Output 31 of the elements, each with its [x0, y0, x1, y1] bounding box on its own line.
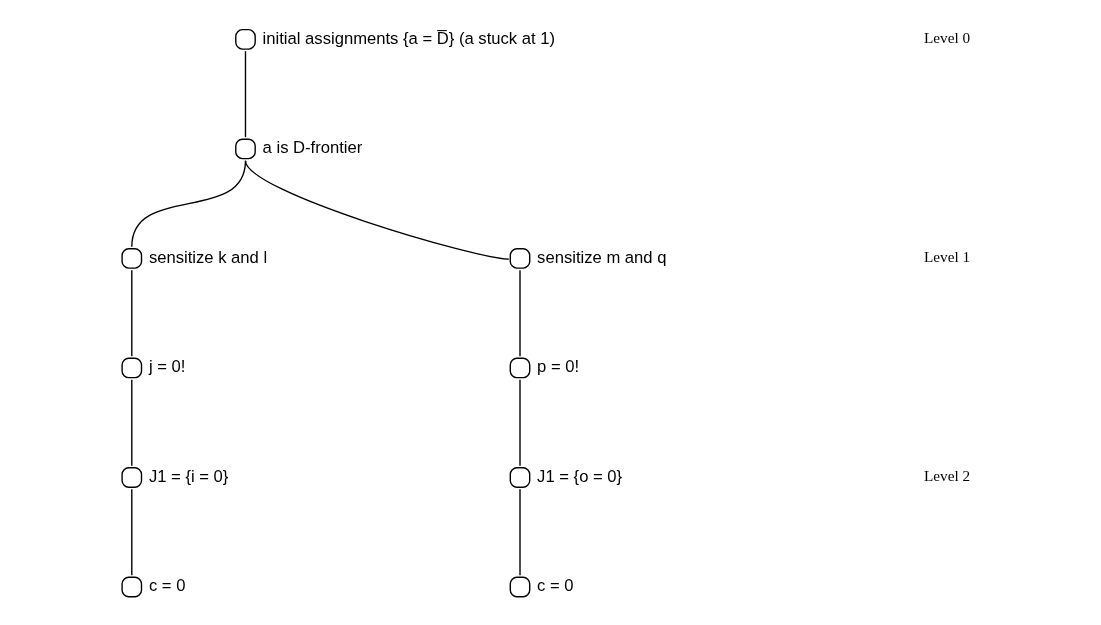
node-label: sensitize k and l — [148, 247, 268, 267]
node-circle — [121, 248, 143, 269]
connector — [244, 50, 247, 138]
connector — [131, 488, 133, 576]
node-label: j = 0! — [148, 357, 186, 377]
node-circle — [509, 576, 531, 598]
node-label: a is D-frontier — [262, 138, 363, 158]
node-label: p = 0! — [537, 357, 580, 377]
connector — [519, 379, 521, 467]
connector — [131, 269, 133, 357]
node-label: J1 = {o = 0} — [537, 466, 623, 486]
label: Level 0 — [923, 28, 971, 46]
connector — [131, 379, 133, 467]
node-label: J1 = {i = 0} — [148, 466, 229, 486]
connector — [519, 488, 521, 576]
node-circle — [121, 576, 143, 598]
node-circle — [235, 138, 256, 160]
node-circle — [121, 357, 143, 379]
node-label: c = 0 — [148, 576, 186, 596]
connector — [244, 160, 510, 260]
node-label: c = 0 — [537, 576, 574, 596]
node-circle — [509, 357, 531, 379]
node-circle — [121, 467, 143, 488]
node-circle — [509, 467, 531, 488]
label: Level 1 — [923, 247, 971, 265]
label: Level 2 — [923, 466, 971, 484]
node-circle — [509, 248, 531, 269]
node-circle — [235, 28, 256, 50]
node-label: initial assignments {a = D̅} (a stuck at 1) — [262, 28, 556, 48]
connector — [519, 269, 521, 357]
node-label: sensitize m and q — [537, 247, 667, 267]
